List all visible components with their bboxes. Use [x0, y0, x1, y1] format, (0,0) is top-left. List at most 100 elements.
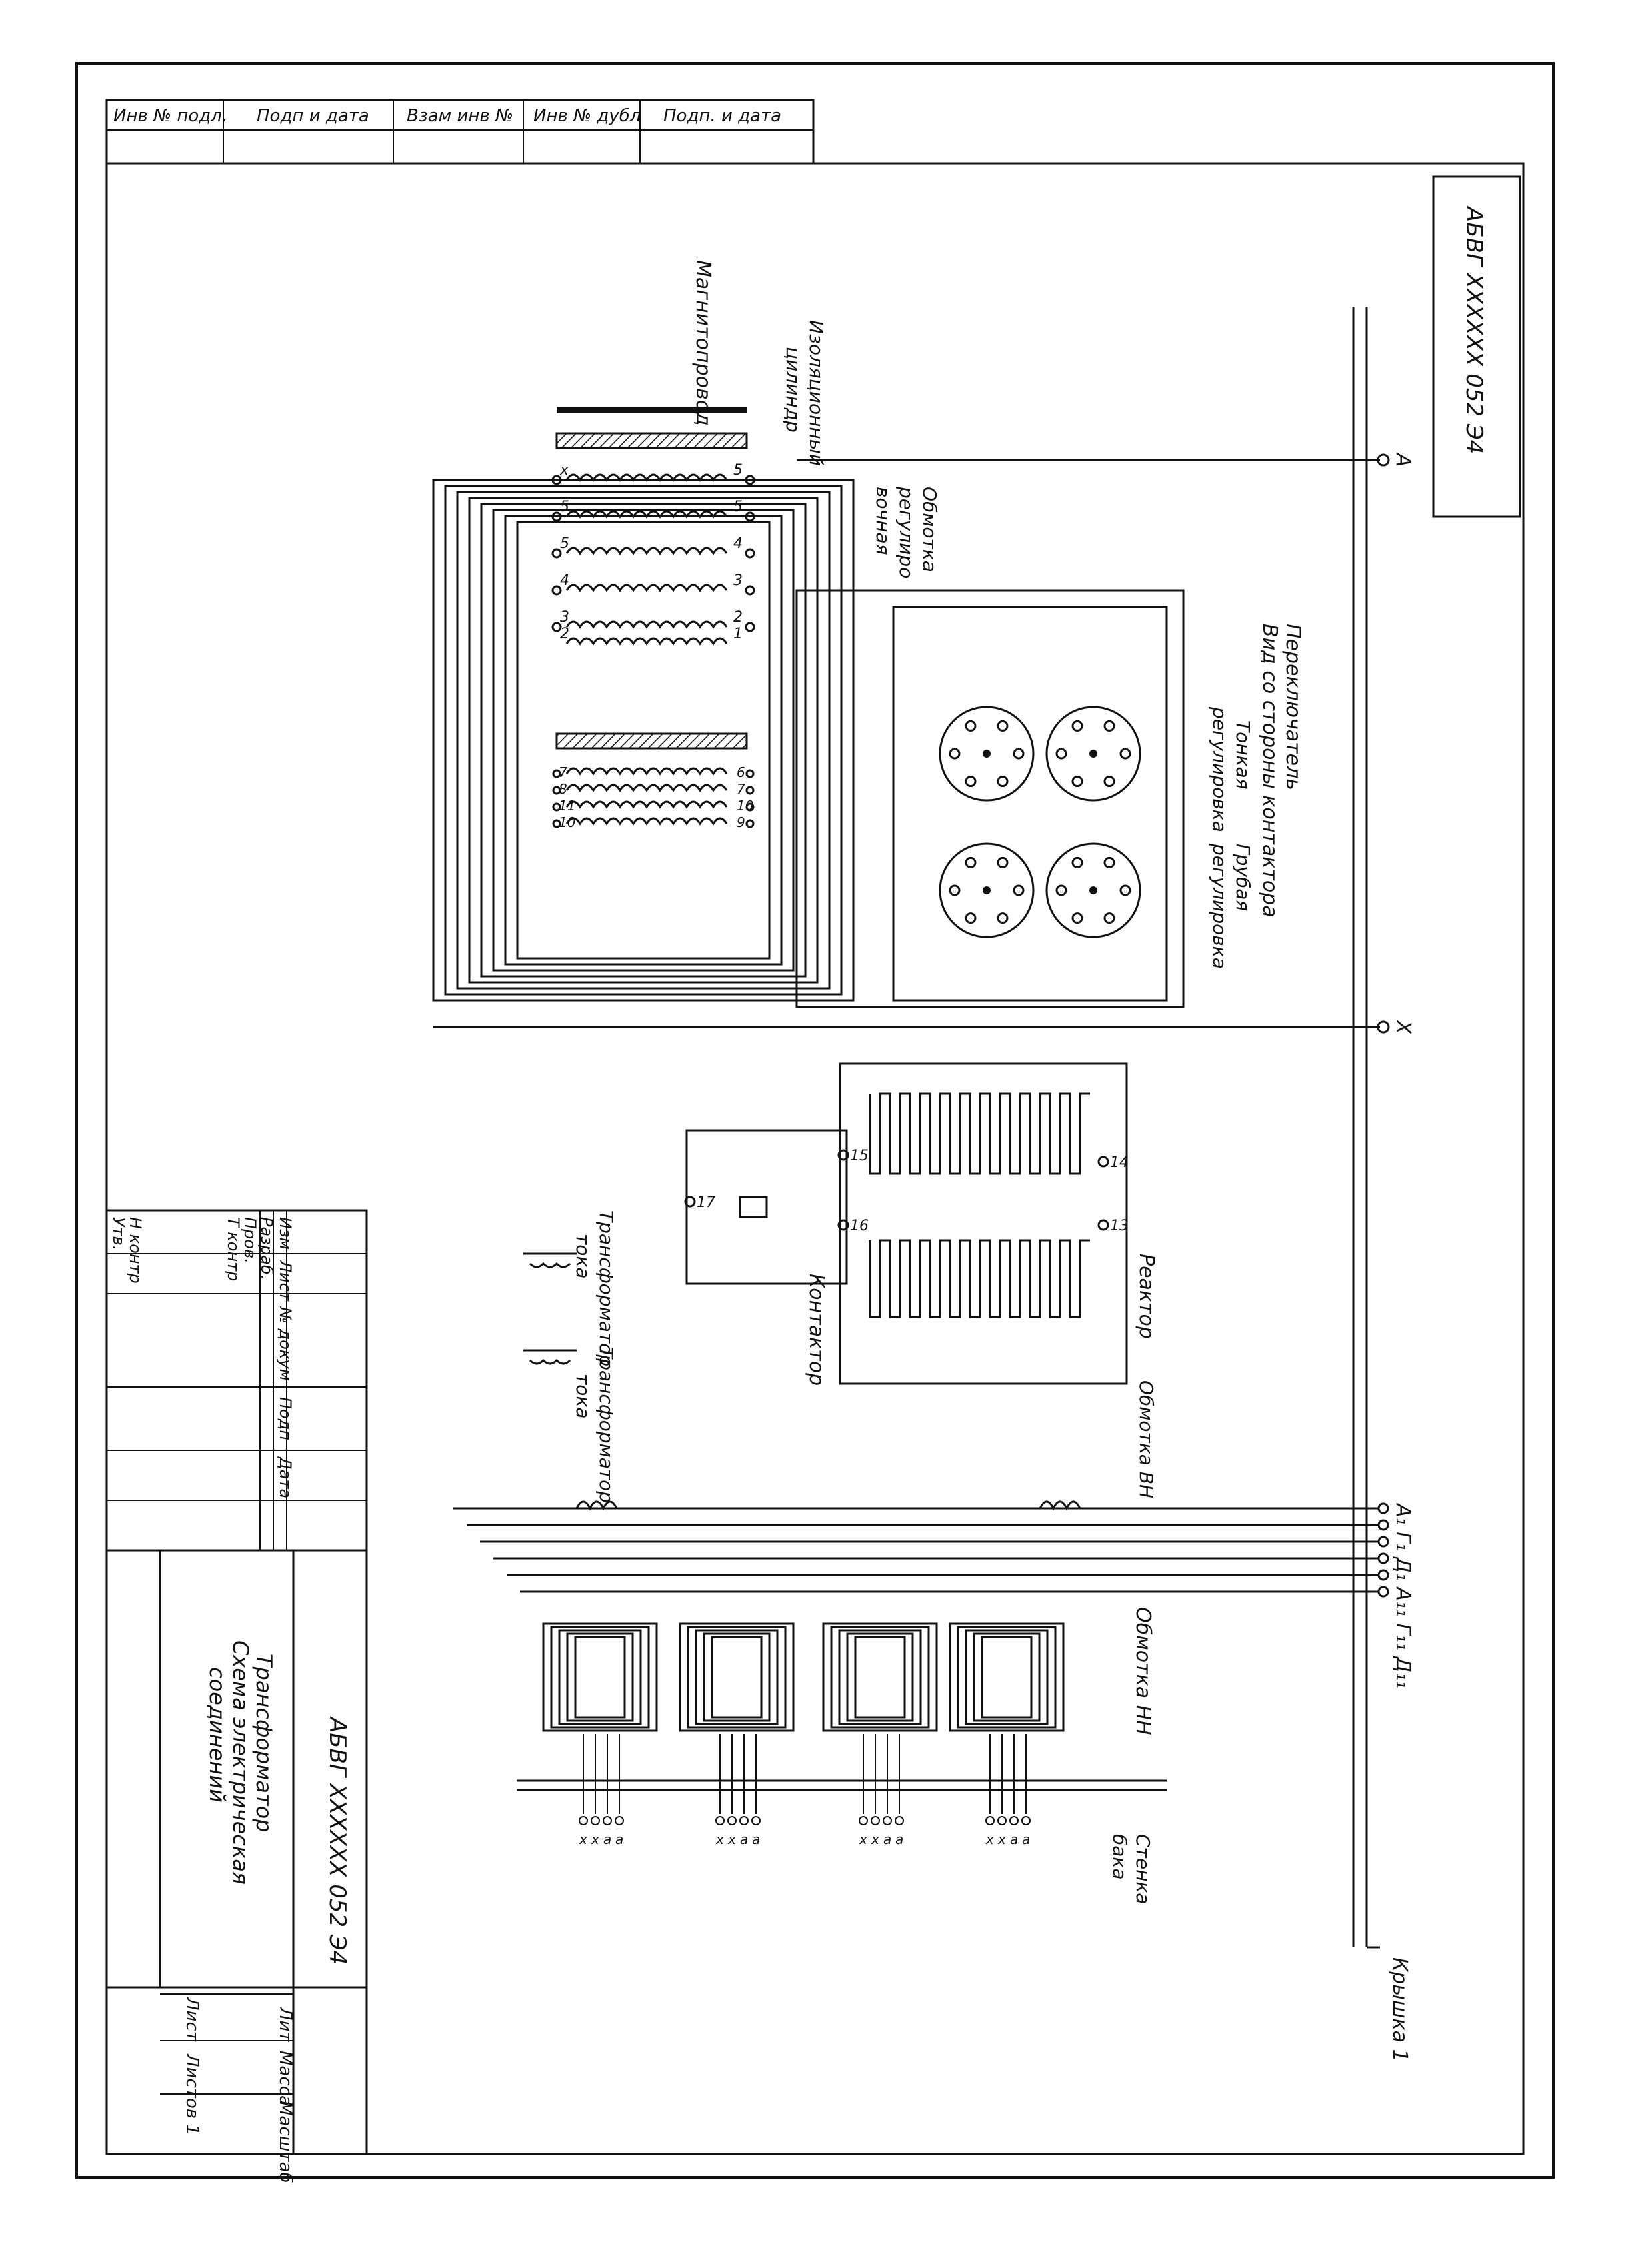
lv-terminal [883, 1816, 892, 1825]
winding-lv-label: Обмотка НН [1131, 1607, 1155, 1735]
reactor-terminal-number: 16 [850, 1218, 869, 1234]
tap-number: 4 [733, 535, 743, 552]
dial-contact [997, 856, 1009, 868]
tap-number: 5 [733, 462, 743, 479]
dial-contact [1013, 748, 1025, 760]
title-block [105, 1209, 368, 2155]
switch-title-1: Переключатель [1281, 624, 1305, 790]
terminal-X [1377, 1020, 1390, 1034]
tap-number: 8 [559, 781, 567, 797]
fine-coil [565, 800, 728, 809]
contactor-box [685, 1129, 848, 1285]
title-sheets: Листов 1 [182, 2053, 202, 2135]
lv-coil [703, 1632, 771, 1722]
lv-coil [854, 1636, 906, 1719]
title-col-sign: Подп [276, 1397, 295, 1440]
contactor-label: Контактор [805, 1274, 828, 1386]
contactor-resistor [739, 1196, 768, 1218]
tap-number: 1 [733, 626, 743, 642]
title-name-1: Трансформатор [251, 1654, 277, 1833]
terminal-X-label: Х [1391, 1019, 1415, 1035]
terminal-A-label: А [1391, 452, 1415, 467]
dial-contact [1071, 720, 1083, 732]
dial-contact [997, 912, 1009, 924]
dial-contact [949, 884, 961, 896]
tap-terminal [551, 548, 562, 559]
coarse-label-2: регулировка [1209, 843, 1231, 969]
lv-coil [711, 1636, 763, 1719]
switch-inner-box [892, 606, 1168, 1002]
lv-terminal-label: а [1010, 1831, 1018, 1847]
tap-number: 7 [559, 764, 567, 780]
reactor-terminal [837, 1219, 849, 1231]
hv-terminal [1377, 1536, 1389, 1548]
dial-contact [949, 748, 961, 760]
outer-frame [75, 62, 1555, 2179]
tap-number: 3 [560, 609, 569, 626]
title-name-3: соединений [205, 1667, 230, 1803]
reg-coil [565, 547, 728, 555]
tap-number: 10 [559, 814, 575, 830]
reactor-terminal-number: 17 [697, 1194, 715, 1211]
tap-terminal [745, 622, 755, 632]
dial-contact [1055, 884, 1067, 896]
switch-dials [939, 706, 1141, 938]
reactor-coil-lower [869, 1239, 1090, 1318]
switch-title-2: Вид со стороны контактора [1258, 624, 1281, 918]
role-nkontr: Н контр [126, 1217, 145, 1284]
lv-terminal-label: а [740, 1831, 748, 1847]
lv-terminal-label: х [727, 1831, 736, 1847]
lv-terminal [1009, 1816, 1019, 1825]
winding-reg-label-2: регулиро [895, 486, 917, 578]
reactor-box [839, 1062, 1128, 1385]
tap-number: 3 [733, 572, 743, 589]
reactor-terminal [1097, 1219, 1109, 1231]
dial-contact [1103, 912, 1115, 924]
switch-outer-box [795, 589, 1185, 1008]
fine-coil [565, 817, 728, 826]
lv-terminal [859, 1816, 868, 1825]
stamp-col-3: Взам инв № [407, 106, 513, 126]
stamp-col-2: Подп и дата [257, 106, 369, 126]
winding-reg-label-3: вочная [872, 487, 894, 555]
insulation-label-2: цилиндр [782, 347, 804, 433]
lv-terminal [895, 1816, 904, 1825]
hv-terminals-label: А₁ Г₁ Д₁ А₁₁ Г₁₁ Д₁₁ [1391, 1502, 1415, 1688]
lv-coil [830, 1626, 930, 1729]
role-utv: Утв. [109, 1217, 128, 1250]
top-stamp: Инв № подл. Подп и дата Взам инв № Инв №… [105, 99, 815, 165]
insulation-cylinder-top [555, 432, 748, 449]
bus-lines [1352, 307, 1368, 1947]
fine-label-2: регулировка [1209, 706, 1231, 832]
dial-contact [1103, 720, 1115, 732]
title-lit: Лит [275, 2007, 295, 2042]
tap-number: 10 [737, 798, 753, 814]
title-col-doc: № докум [276, 1306, 295, 1381]
dial-contact [1071, 856, 1083, 868]
dial-contact [965, 856, 977, 868]
hv-terminal [1377, 1519, 1389, 1531]
wiring-harness [432, 459, 1380, 1028]
insulation-cylinder-mid [555, 732, 748, 750]
tap-number: 4 [560, 572, 569, 589]
lv-terminal [727, 1816, 737, 1825]
tap-number: 2 [560, 626, 569, 642]
tap-number: 5 [733, 499, 743, 515]
title-col-izm: Изм [276, 1217, 295, 1250]
harness-wire [492, 509, 795, 972]
tank-wall-label-2: бака [1109, 1834, 1131, 1880]
lv-coil [695, 1629, 779, 1725]
dial-contact [997, 776, 1009, 788]
tap-terminal [745, 585, 755, 596]
lv-terminal-label: х [591, 1831, 599, 1847]
ct1-label-1: Трансформатор [595, 1210, 617, 1366]
lv-terminal [603, 1816, 612, 1825]
ct2-label-2: тока [572, 1374, 594, 1419]
reactor-terminal [684, 1196, 696, 1208]
lv-terminal [715, 1816, 725, 1825]
current-transformer-1 [523, 1252, 577, 1268]
